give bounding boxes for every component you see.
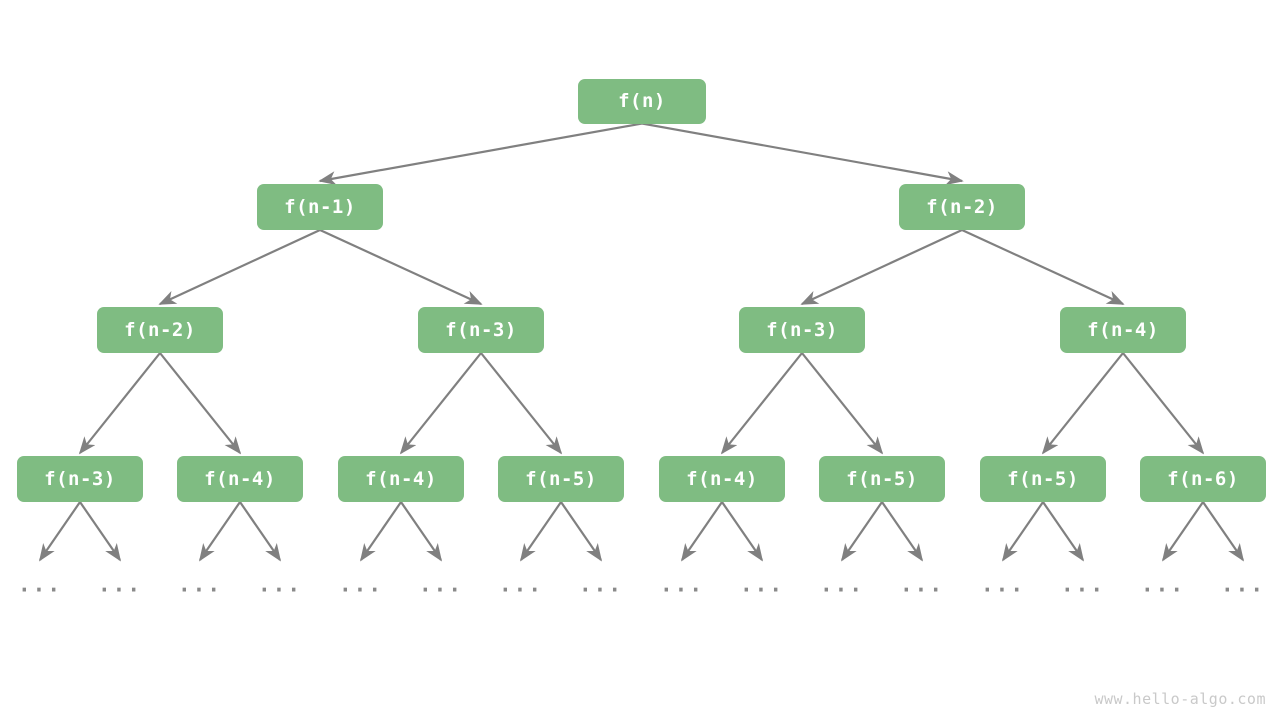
edge-n1-to-n3 xyxy=(158,229,321,305)
edge-n9-to-ellipsis-5 xyxy=(400,501,442,562)
edge-n0-to-n1 xyxy=(318,122,643,186)
edge-n12-to-ellipsis-10 xyxy=(841,501,883,562)
watermark: www.hello-algo.com xyxy=(1094,690,1266,708)
tree-node-n3: f(n-2) xyxy=(97,307,223,353)
tree-node-n4: f(n-3) xyxy=(418,307,544,353)
edge-n11-to-ellipsis-8 xyxy=(681,501,723,562)
ellipsis-15: ... xyxy=(1221,572,1265,597)
edge-n10-to-ellipsis-6 xyxy=(520,501,562,562)
ellipsis-10: ... xyxy=(820,572,864,597)
tree-node-n14: f(n-6) xyxy=(1140,456,1266,502)
edge-n5-to-n11 xyxy=(720,352,803,455)
ellipsis-1: ... xyxy=(98,572,142,597)
edge-n10-to-ellipsis-7 xyxy=(560,501,602,562)
edge-n8-to-ellipsis-2 xyxy=(199,501,241,562)
edge-n7-to-ellipsis-1 xyxy=(79,501,121,562)
edge-n13-to-ellipsis-12 xyxy=(1002,501,1044,562)
tree-node-n1: f(n-1) xyxy=(257,184,383,230)
edge-n7-to-ellipsis-0 xyxy=(39,501,81,562)
tree-node-n0: f(n) xyxy=(578,78,706,124)
tree-node-n10: f(n-5) xyxy=(498,456,624,502)
ellipsis-4: ... xyxy=(339,572,383,597)
ellipsis-14: ... xyxy=(1141,572,1185,597)
edge-n8-to-ellipsis-3 xyxy=(239,501,281,562)
edge-n0-to-n2 xyxy=(641,122,964,186)
edge-n4-to-n10 xyxy=(480,352,563,455)
edge-n2-to-n6 xyxy=(961,229,1125,305)
edge-n1-to-n4 xyxy=(319,229,483,305)
ellipsis-7: ... xyxy=(579,572,623,597)
edge-n14-to-ellipsis-15 xyxy=(1202,501,1244,562)
ellipsis-6: ... xyxy=(499,572,543,597)
edge-n3-to-n8 xyxy=(159,352,242,455)
ellipsis-0: ... xyxy=(18,572,62,597)
edge-n14-to-ellipsis-14 xyxy=(1162,501,1204,562)
ellipsis-edges xyxy=(39,501,1244,562)
ellipsis-11: ... xyxy=(900,572,944,597)
ellipsis-8: ... xyxy=(660,572,704,597)
tree-edges xyxy=(78,122,1205,455)
edge-n4-to-n9 xyxy=(399,352,482,455)
ellipsis-13: ... xyxy=(1061,572,1105,597)
edge-n12-to-ellipsis-11 xyxy=(881,501,923,562)
edge-n6-to-n14 xyxy=(1122,352,1205,455)
edge-n13-to-ellipsis-13 xyxy=(1042,501,1084,562)
tree-node-n6: f(n-4) xyxy=(1060,307,1186,353)
edge-n6-to-n13 xyxy=(1041,352,1124,455)
tree-node-n8: f(n-4) xyxy=(177,456,303,502)
ellipsis-2: ... xyxy=(178,572,222,597)
tree-node-n11: f(n-4) xyxy=(659,456,785,502)
tree-node-n9: f(n-4) xyxy=(338,456,464,502)
ellipsis-5: ... xyxy=(419,572,463,597)
tree-node-n5: f(n-3) xyxy=(739,307,865,353)
edge-n5-to-n12 xyxy=(801,352,884,455)
tree-node-n12: f(n-5) xyxy=(819,456,945,502)
ellipsis-12: ... xyxy=(981,572,1025,597)
edge-n11-to-ellipsis-9 xyxy=(721,501,763,562)
edge-n3-to-n7 xyxy=(78,352,161,455)
ellipsis-3: ... xyxy=(258,572,302,597)
ellipsis-9: ... xyxy=(740,572,784,597)
edge-n2-to-n5 xyxy=(800,229,963,305)
tree-node-n13: f(n-5) xyxy=(980,456,1106,502)
edge-n9-to-ellipsis-4 xyxy=(360,501,402,562)
tree-node-n7: f(n-3) xyxy=(17,456,143,502)
tree-node-n2: f(n-2) xyxy=(899,184,1025,230)
